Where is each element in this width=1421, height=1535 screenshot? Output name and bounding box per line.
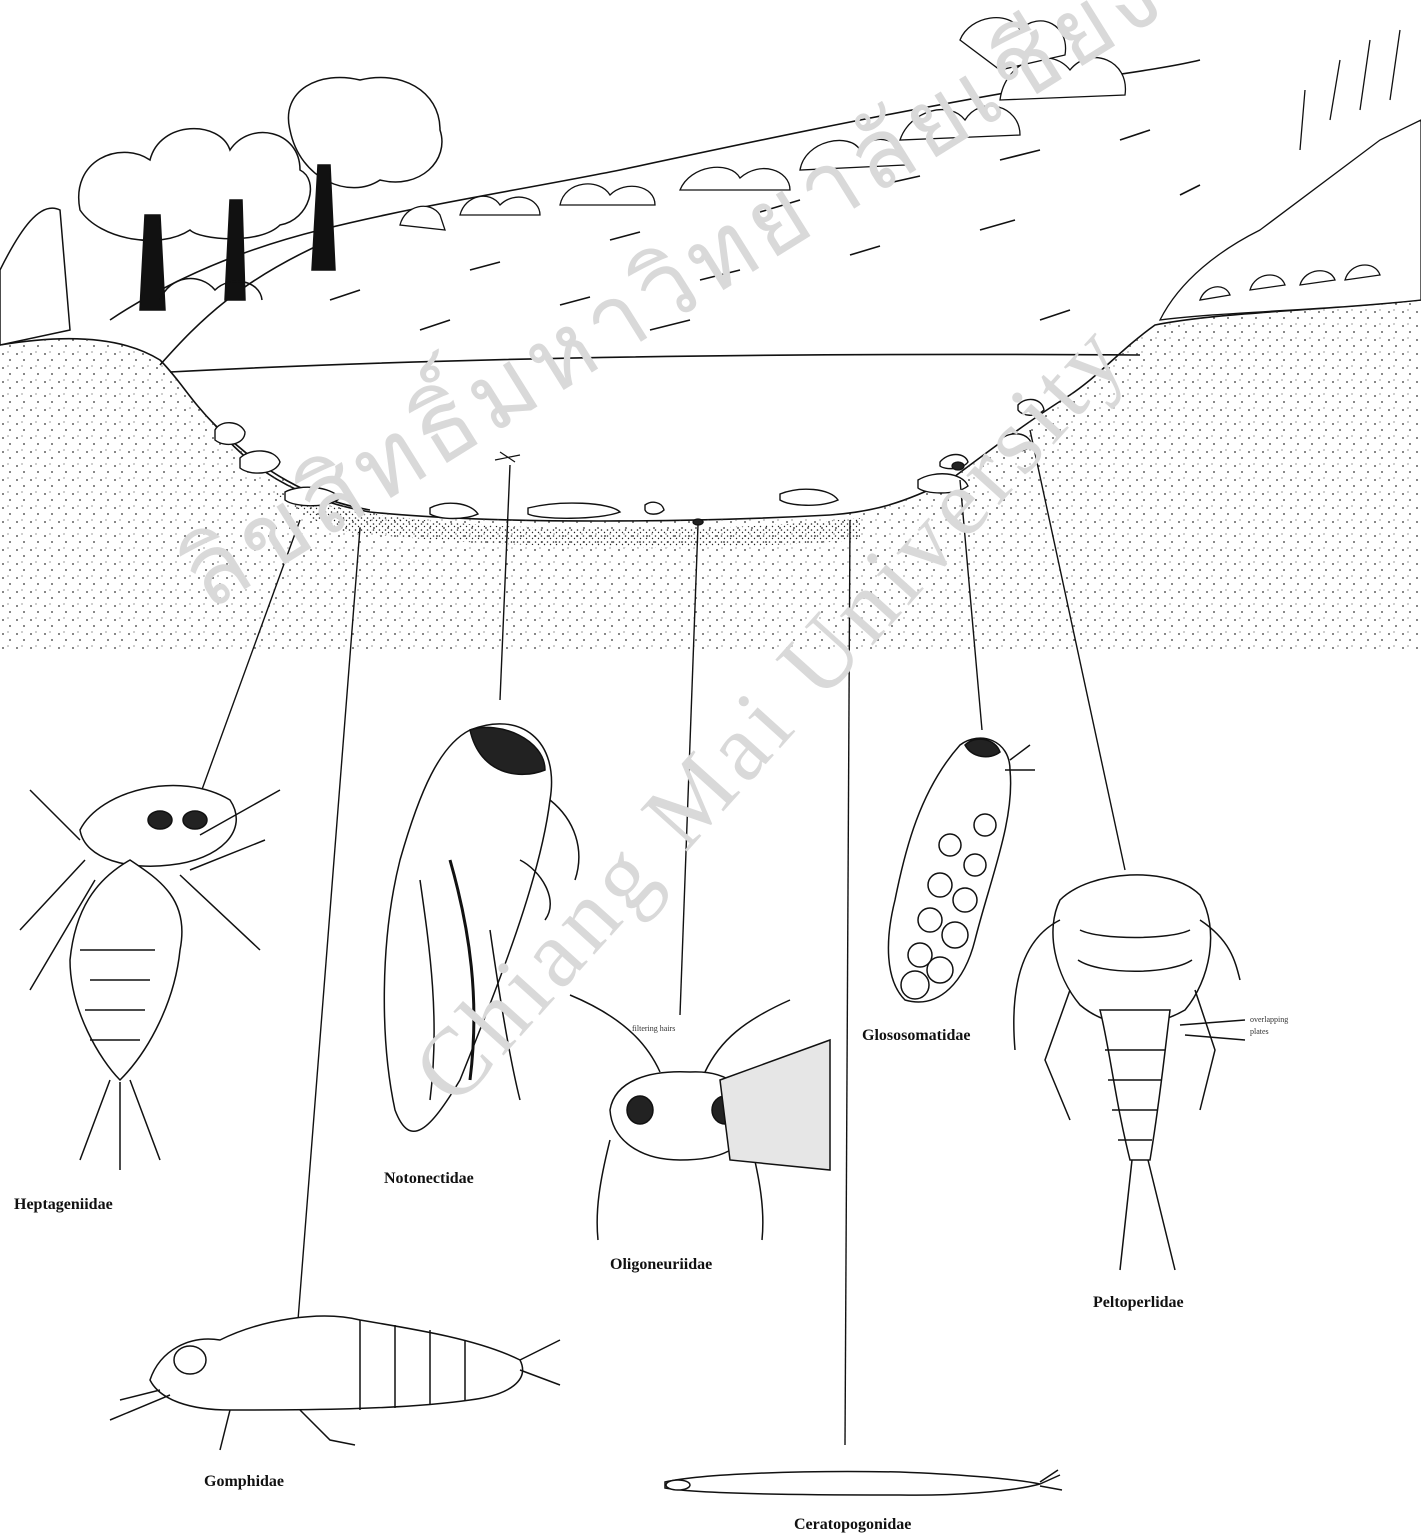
label-oligoneuriidae: Oligoneuriidae [610,1256,712,1274]
bushes-far-bank [400,18,1125,230]
glossosomatidae-illustration [888,738,1035,1002]
heptageniidae-illustration [20,786,280,1170]
label-notonectidae: Notonectidae [384,1170,474,1188]
annotation-filtering-hairs: filtering hairs [632,1024,675,1033]
leader-ceratopogonidae [845,520,850,1445]
ceratopogonidae-illustration [665,1470,1062,1495]
gomphidae-illustration [110,1316,560,1450]
label-gomphidae: Gomphidae [204,1473,284,1491]
label-ceratopogonidae: Ceratopogonidae [794,1516,911,1534]
sediment-ground [0,300,1421,650]
peltoperlidae-illustration [1014,875,1245,1270]
oligoneuriidae-illustration [570,995,830,1240]
notonectidae-illustration [384,724,579,1131]
vegetation-right [1160,30,1421,320]
label-heptageniidae: Heptageniidae [14,1196,113,1214]
annotation-overlapping: overlapping [1250,1015,1288,1024]
annotation-plates: plates [1250,1027,1269,1036]
label-peltoperlidae: Peltoperlidae [1093,1294,1184,1312]
label-glossosomatidae: Glososomatidae [862,1027,970,1045]
